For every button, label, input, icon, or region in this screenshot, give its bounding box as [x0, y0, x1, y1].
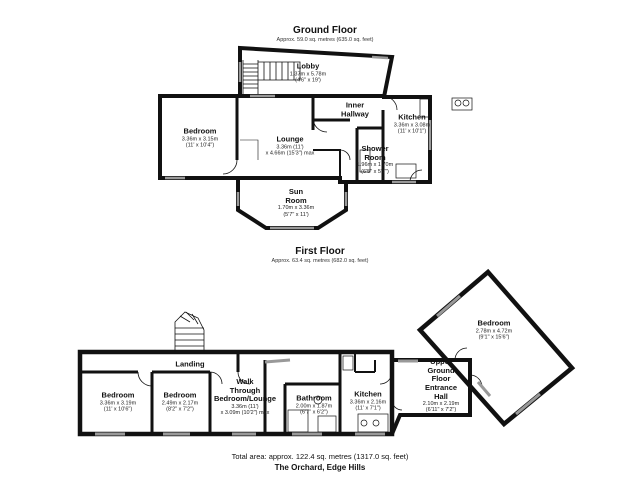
property-name: The Orchard, Edge Hills: [274, 463, 366, 472]
room-ground-bedroom: Bedroom 3.36m x 3.15m (11' x 10'4"): [181, 126, 219, 149]
room-dim-imperial: (11' x 10'4"): [185, 142, 215, 149]
room-name: Landing: [175, 359, 205, 369]
room-dim-imperial: (5'7" x 11'): [283, 211, 309, 218]
room-dim-imperial: x 4.66m (15'3") max: [265, 150, 315, 157]
room-dim-imperial: (11' x 10'1"): [397, 128, 427, 135]
first-floor-area: Approx. 63.4 sq. metres (682.0 sq. feet): [271, 258, 369, 264]
room-dim-metric: 2.78m x 4.72m: [475, 328, 513, 334]
room-dim-metric: 3.36m x 3.08m: [393, 122, 431, 128]
room-dim-metric: 1.37m x 5.78m: [289, 71, 327, 77]
first-windows: [95, 294, 541, 436]
room-bathroom: Bathroom 2.00m x 1.87m (6'7" x 6'2"): [295, 393, 333, 416]
room-dim-imperial: (11' x 7'1"): [355, 405, 381, 412]
first-floor-title: First Floor: [295, 246, 345, 257]
room-dim-metric: 3.36m x 3.15m: [181, 136, 219, 142]
ground-windows: [165, 55, 432, 230]
room-landing: Landing: [175, 359, 205, 370]
room-dim-imperial: (6'7" x 6'2"): [300, 409, 328, 416]
room-dim-imperial: (4'6" x 19'): [295, 77, 321, 84]
room-name: Bedroom: [183, 126, 217, 136]
room-name-line5: Hall: [434, 391, 448, 401]
room-name-line2: Ground: [427, 365, 455, 375]
room-first-bedroom-2: Bedroom 2.49m x 2.17m (8'2" x 7'2"): [161, 390, 199, 413]
room-walk-through: Walk Through Bedroom/Lounge 3.36m (11') …: [213, 376, 277, 417]
room-first-bedroom-1: Bedroom 3.36m x 3.19m (11' x 10'6"): [99, 390, 137, 413]
room-dim-metric: 1.70m x 3.36m: [277, 205, 315, 212]
room-name: Inner: [345, 100, 365, 110]
ground-kitchen-fixtures: [359, 97, 473, 179]
room-name: Sun: [288, 187, 304, 197]
room-lounge: Lounge 3.36m (11') x 4.66m (15'3") max: [265, 134, 315, 157]
room-dim-metric: 3.36m (11'): [276, 144, 304, 150]
bathroom-fixtures: [287, 355, 389, 433]
room-inner-hallway: Inner Hallway: [341, 101, 369, 118]
room-name-line3: Bedroom/Lounge: [213, 394, 277, 403]
room-name-line2: Room: [285, 195, 307, 205]
room-dim-metric: 3.36m x 2.16m: [349, 399, 387, 405]
total-area: Total area: approx. 122.4 sq. metres (13…: [231, 452, 409, 461]
first-floor-stairs: [174, 311, 205, 352]
ground-door-swings: [222, 95, 423, 183]
large-bedroom-walls: [416, 268, 576, 428]
room-name: Shower: [361, 144, 389, 154]
room-name: Bathroom: [296, 393, 332, 403]
room-dim-metric: 2.10m x 2.19m: [422, 401, 460, 408]
room-name-line3: Floor: [431, 374, 451, 384]
room-name: Kitchen: [354, 389, 382, 399]
room-dim-metric: 1.96m x 1.70m: [356, 162, 394, 169]
room-dim-imperial: (6'11" x 7'2"): [425, 407, 457, 414]
ground-floor-area: Approx. 59.0 sq. metres (635.0 sq. feet): [276, 37, 374, 43]
room-name: Walk: [236, 376, 254, 386]
room-ground-kitchen: Kitchen 3.36m x 3.08m (11' x 10'1"): [393, 112, 431, 135]
ground-floor-title: Ground Floor: [293, 25, 357, 36]
room-name: Lounge: [276, 134, 304, 144]
shower-room-walls: [355, 126, 383, 180]
room-name: Bedroom: [477, 318, 511, 328]
room-first-kitchen: Kitchen 3.36m x 2.16m (11' x 7'1"): [349, 389, 387, 412]
room-sun-room: Sun Room 1.70m x 3.36m (5'7" x 11'): [277, 187, 315, 218]
room-upper-entrance-hall: Upper Ground Floor Entrance Hall 2.10m x…: [422, 357, 460, 414]
room-dim-imperial: (9'1" x 15'6"): [478, 334, 510, 341]
room-name: Upper: [430, 357, 452, 367]
room-dim-imperial: (8'2" x 7'2"): [166, 406, 194, 413]
room-dim-metric: 2.00m x 1.87m: [295, 403, 333, 409]
room-dim-imperial: x 3.09m (10'2") max: [220, 409, 270, 416]
room-name: Bedroom: [101, 390, 135, 400]
room-name-line2: Hallway: [341, 109, 369, 118]
room-lobby: Lobby 1.37m x 5.78m (4'6" x 19'): [289, 61, 327, 84]
room-name: Kitchen: [398, 112, 426, 122]
room-dim-metric: 3.36m (11'): [231, 403, 259, 410]
room-name-line4: Entrance: [424, 383, 458, 392]
room-name-line2: Through: [229, 385, 261, 395]
room-name: Bedroom: [163, 390, 197, 400]
room-dim-metric: 2.49m x 2.17m: [161, 400, 199, 406]
room-first-bedroom-large: Bedroom 2.78m x 4.72m (9'1" x 15'6"): [475, 318, 513, 341]
room-dim-imperial: (6'5" x 5'7"): [361, 168, 389, 175]
room-name: Lobby: [296, 61, 320, 71]
room-dim-imperial: (11' x 10'6"): [103, 406, 133, 413]
first-door-swings: [137, 347, 483, 411]
ground-stairs: [242, 60, 301, 94]
room-shower-room: Shower Room 1.96m x 1.70m (6'5" x 5'7"): [356, 144, 394, 175]
room-dim-metric: 3.36m x 3.19m: [99, 400, 137, 406]
first-interior-walls: [80, 370, 212, 434]
room-name-line2: Room: [364, 152, 386, 162]
